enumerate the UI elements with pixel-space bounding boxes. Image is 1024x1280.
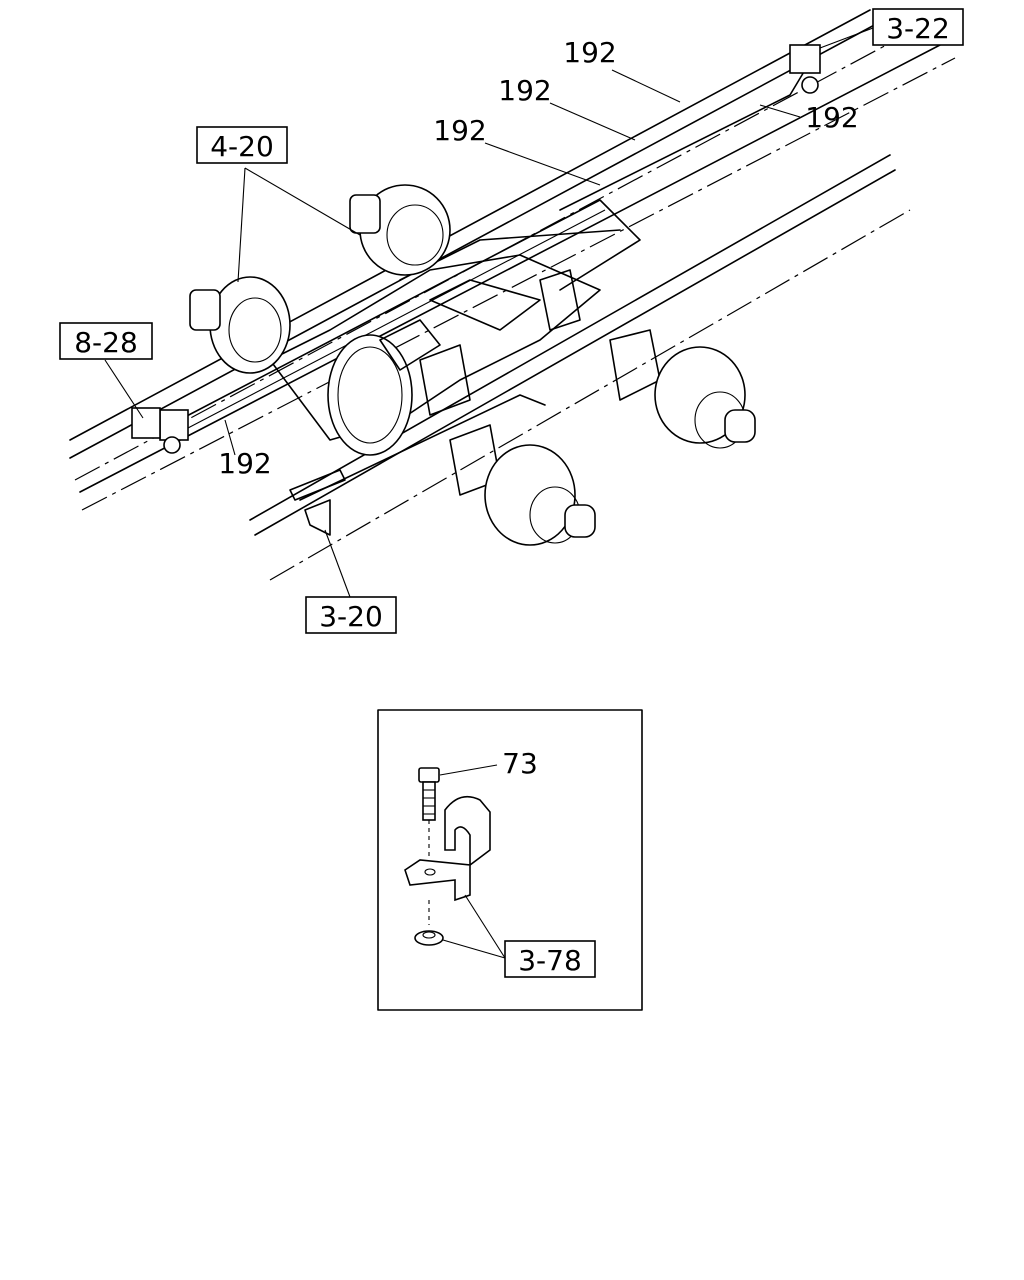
pipe-clip-bracket [404,795,491,925]
brake-pipe-192 [159,69,806,501]
bolt-73 [418,767,440,860]
callout-3-22[interactable]: 3-22 [872,8,964,46]
bracket-clamp [289,269,581,536]
callout-3-20[interactable]: 3-20 [305,596,397,634]
callout-8-28-text: 8-28 [74,326,138,359]
detail-inset: 73 3-78 [377,709,643,1011]
callout-8-28[interactable]: 8-28 [59,322,153,360]
callout-3-20-text: 3-20 [319,600,383,633]
leader-lines [104,27,874,598]
part-label-192-c[interactable]: 192 [433,114,486,147]
part-label-192-a[interactable]: 192 [563,36,616,69]
part-label-192-b[interactable]: 192 [498,74,551,107]
wheel-hub-rear-right [349,184,451,276]
callout-3-78-text: 3-78 [518,944,582,977]
wheel-hub-rear-left [189,276,291,374]
wheel-hub-front-right [609,329,756,449]
part-label-73[interactable]: 73 [502,747,538,780]
valve-fitting-right [789,44,821,94]
wheel-hub-front-left [449,424,596,546]
callout-3-22-text: 3-22 [886,12,950,45]
flange-nut [414,930,444,946]
axle-housing [269,254,601,456]
part-label-192-e[interactable]: 192 [218,447,271,480]
frame-rails [69,9,956,581]
valve-fitting-left [131,407,189,454]
callout-4-20[interactable]: 4-20 [196,126,288,164]
callout-4-20-text: 4-20 [210,130,274,163]
callout-3-78[interactable]: 3-78 [504,940,596,978]
part-label-192-d[interactable]: 192 [805,101,858,134]
